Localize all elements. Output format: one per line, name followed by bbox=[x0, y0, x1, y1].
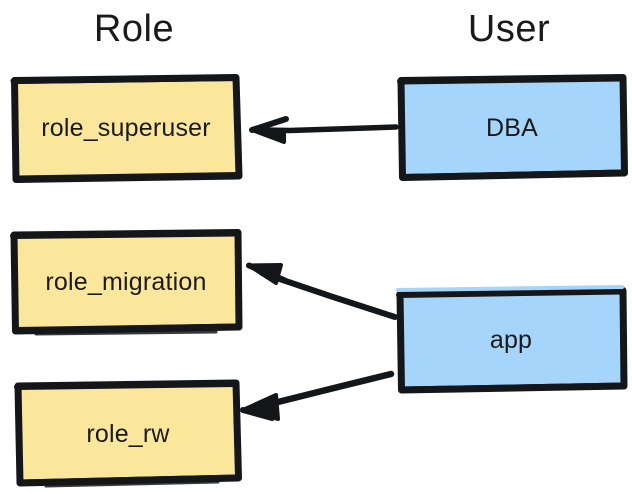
edge-app-to-role-rw bbox=[240, 370, 395, 421]
node-dba[interactable]: DBA bbox=[394, 72, 630, 184]
node-role-superuser[interactable]: role_superuser bbox=[8, 72, 244, 184]
node-app[interactable]: app bbox=[392, 284, 630, 396]
edge-app-to-role-migration bbox=[246, 262, 398, 320]
column-header-user: User bbox=[467, 8, 551, 50]
edge-dba-to-role-superuser bbox=[249, 116, 399, 144]
column-header-role: Role bbox=[93, 8, 175, 50]
node-role-rw[interactable]: role_rw bbox=[12, 378, 244, 490]
node-role-migration[interactable]: role_migration bbox=[6, 226, 246, 338]
